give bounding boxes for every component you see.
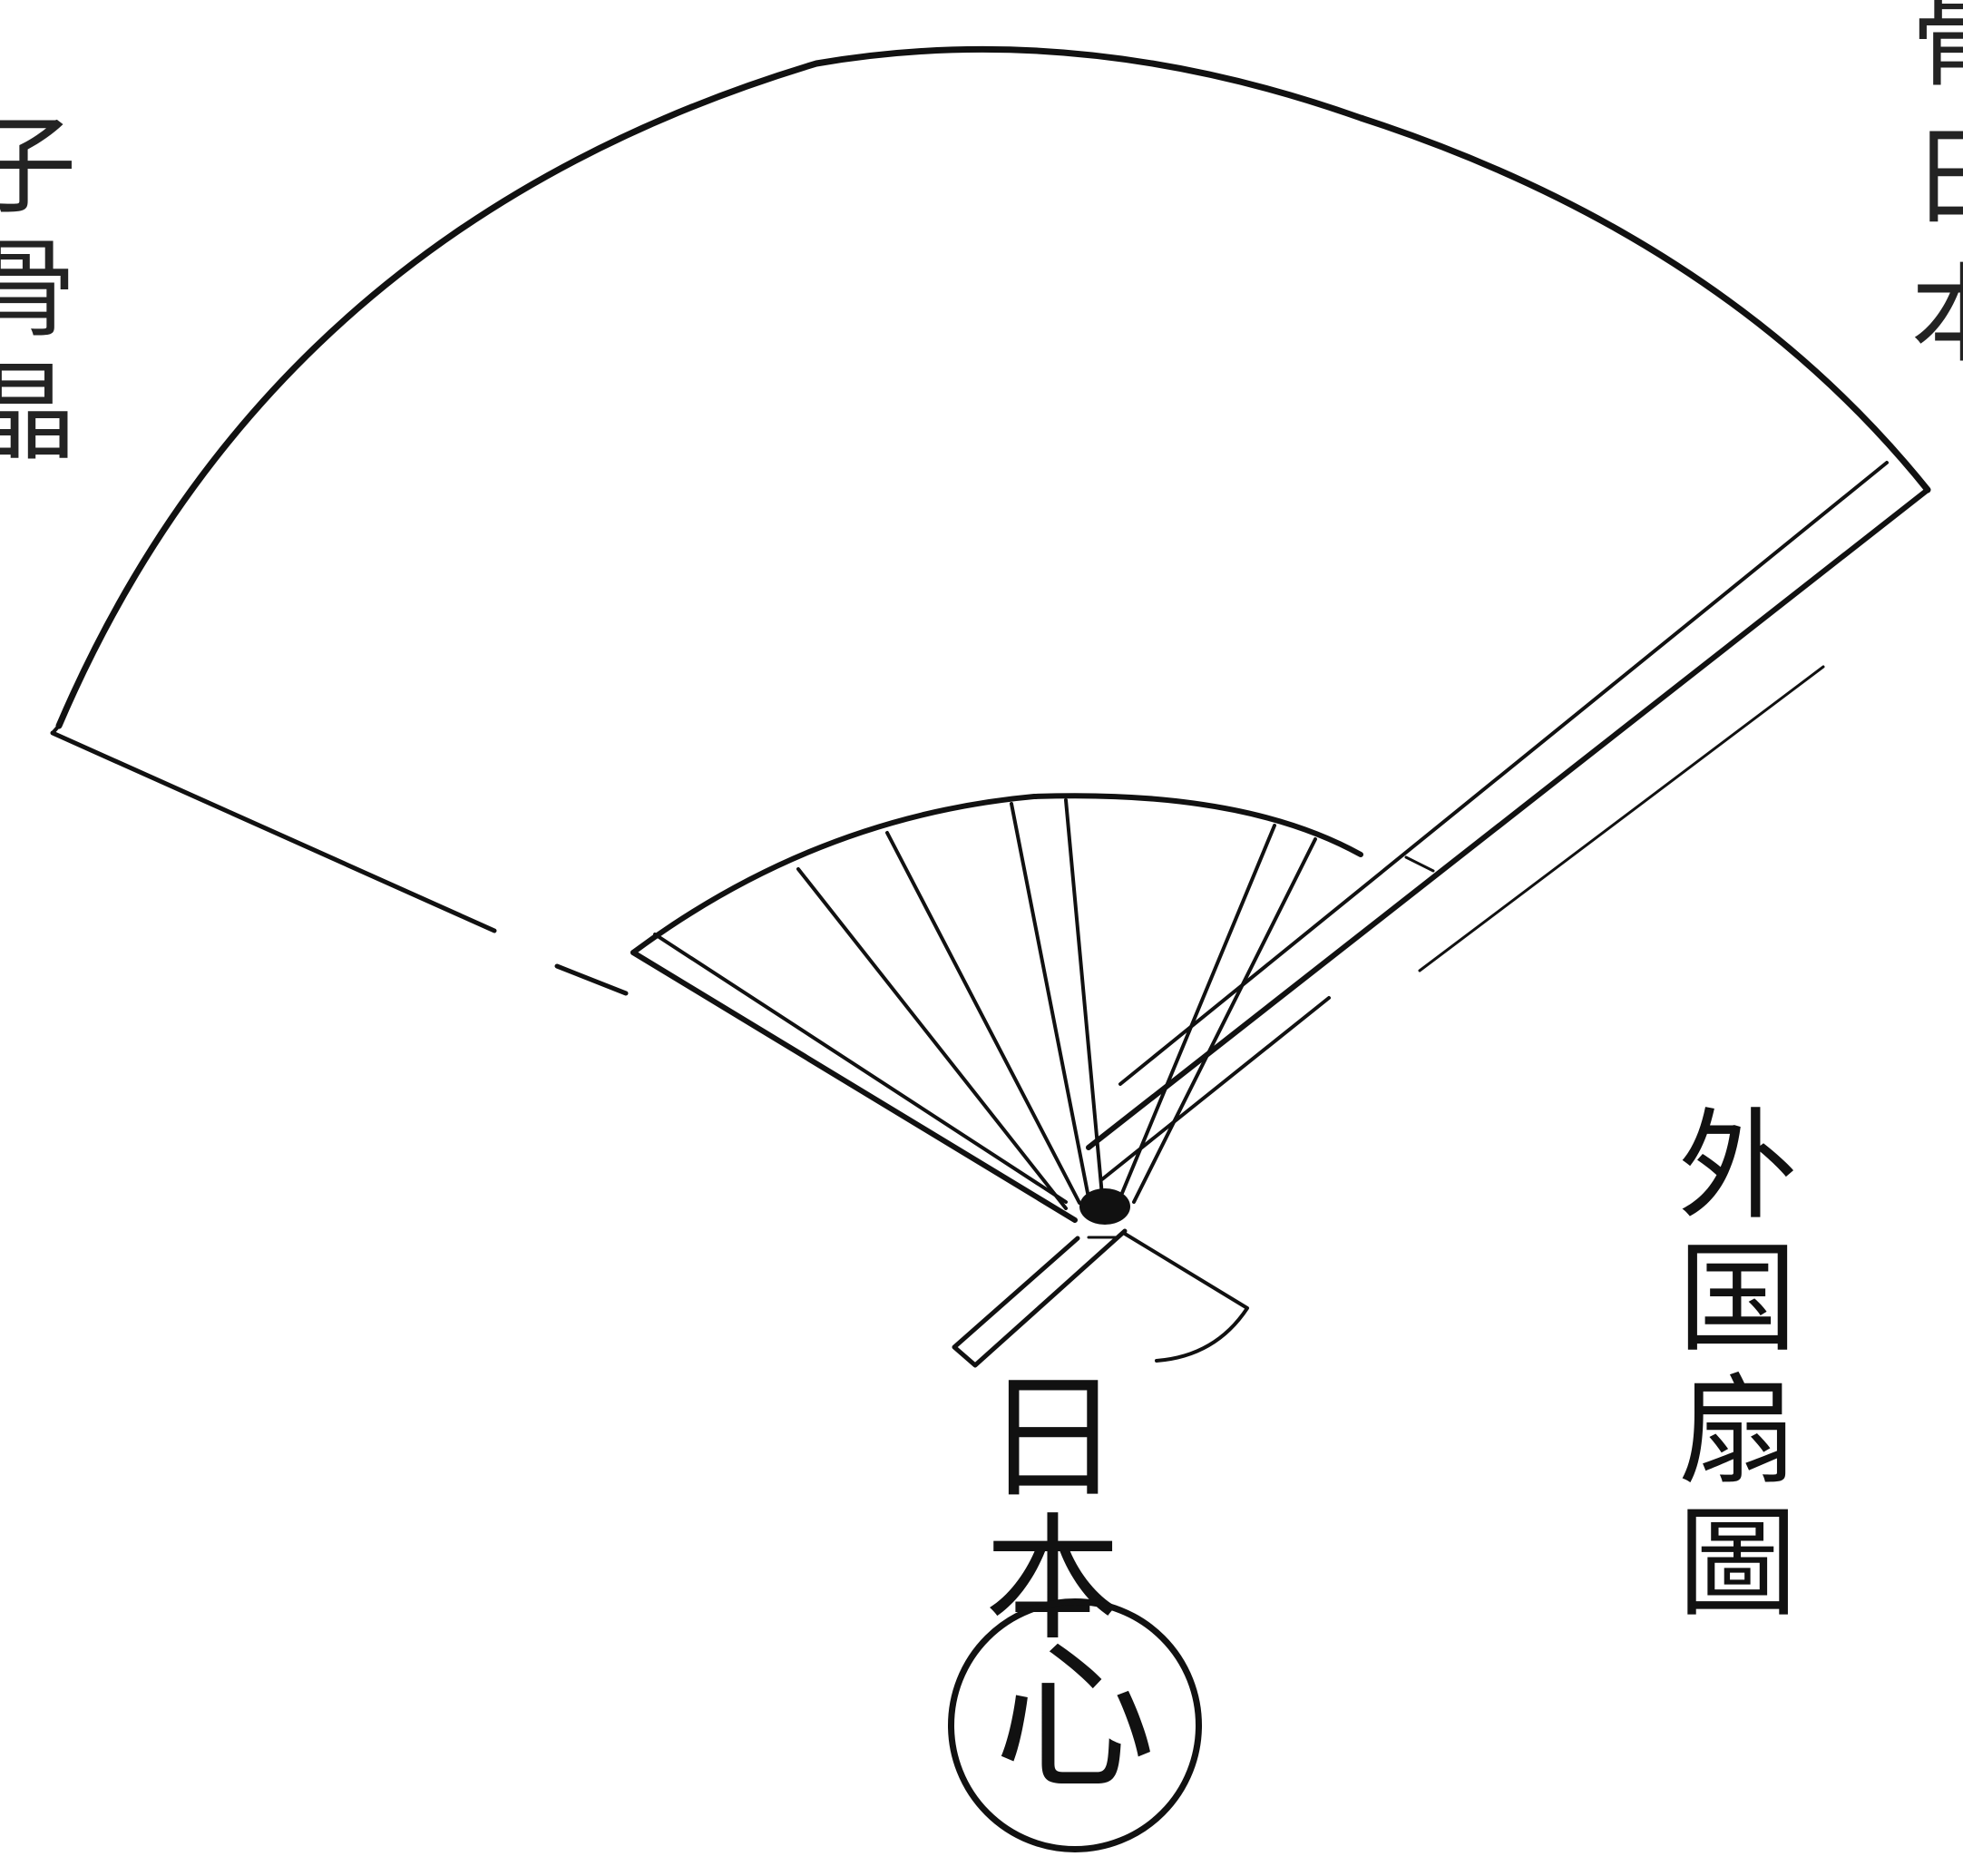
small-fan-arc — [630, 793, 1363, 955]
large-fan-right-rib-tick — [1404, 855, 1435, 873]
large-fan-left-edge — [50, 730, 497, 933]
small-fan-rib-4 — [1064, 798, 1104, 1197]
left-edge-text: 子骨晶 — [0, 109, 76, 479]
right-edge-text: 骨日本 — [1892, 0, 1963, 396]
fan-pivot — [1079, 1188, 1130, 1225]
small-fan-rib-3 — [1010, 802, 1090, 1199]
small-fan-left-rib-a — [630, 950, 1078, 1223]
small-fan-rib-1 — [796, 867, 1068, 1210]
large-fan-right-rib-outer — [1086, 487, 1930, 1150]
fan-handle-sector — [1123, 1232, 1249, 1363]
small-fan-rib-6 — [1132, 837, 1317, 1204]
small-fan-left-rib-b — [653, 933, 1068, 1204]
large-fan-right-rib-inner — [1118, 461, 1889, 1086]
large-fan-left-edge-lower — [554, 963, 629, 996]
circle-char: 心 — [994, 1624, 1156, 1812]
large-fan-right-rib-middle — [1418, 665, 1825, 972]
large-fan-top-arc — [55, 45, 1931, 729]
fan-handle-outer — [952, 1228, 1128, 1368]
large-fan-right-rib-lower — [1100, 996, 1331, 1181]
small-fan-rib-5 — [1118, 824, 1276, 1199]
circle-badge: 心 — [948, 1598, 1202, 1852]
small-fan-rib-2 — [885, 831, 1081, 1205]
side-label: 外国扇圖 — [1657, 1102, 1797, 1632]
